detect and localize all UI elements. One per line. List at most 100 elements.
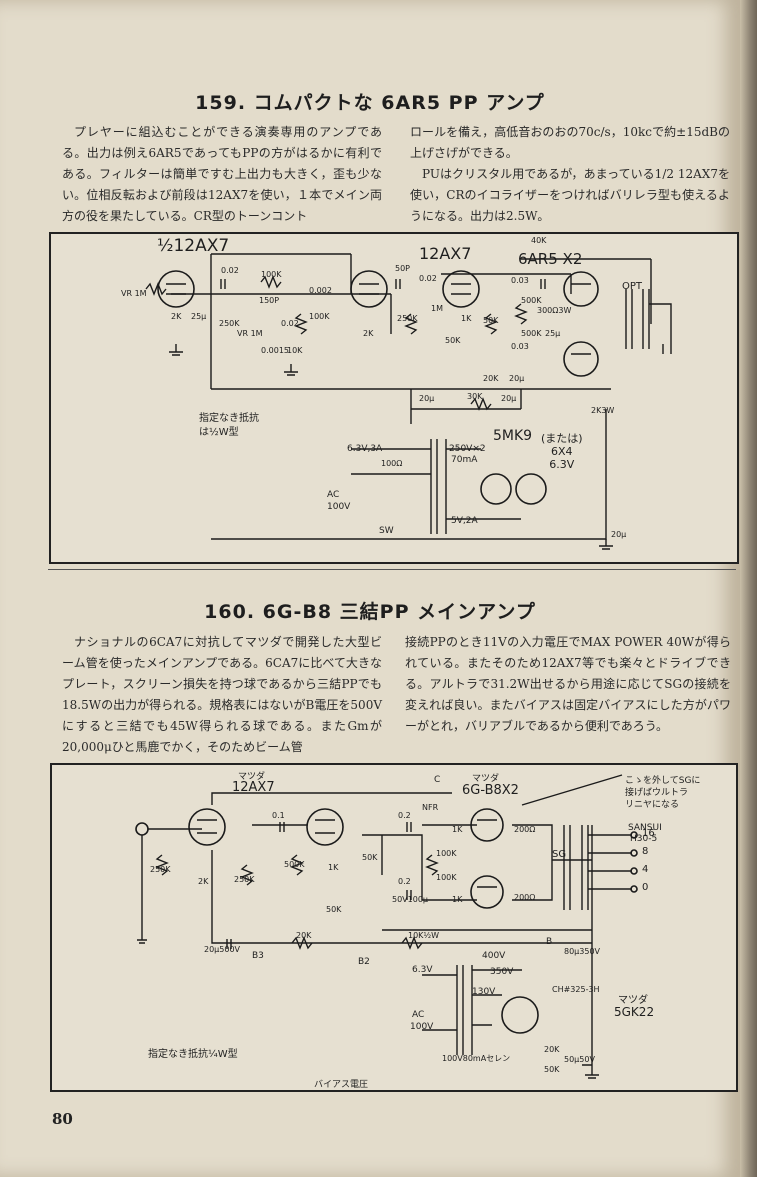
section-159-text-left: プレヤーに組込むことができる演奏専用のアンプである。出力は例え6AR5であっても… (62, 122, 382, 227)
heater-label: 6.3V,3A (347, 444, 383, 454)
part-label: 100K (436, 873, 457, 882)
part-label: 500K (521, 329, 542, 338)
resistor-note: 指定なき抵抗¼W型 (148, 1049, 238, 1060)
rectifier-label: 5GK22 (614, 1005, 655, 1019)
part-label: 50K (544, 1065, 560, 1074)
part-label: C (434, 775, 441, 785)
section-159-paragraph-right-2: PUはクリスタル用であるが，あまっている1/2 12AX7を使い，CRのイコライ… (410, 167, 730, 223)
ac-voltage-label: 100V (410, 1022, 434, 1032)
part-label: 50K (362, 853, 378, 862)
part-label: 250K (219, 319, 240, 328)
part-label: 10K (287, 346, 303, 355)
section-160-schematic: マツダ 12AX7 マツダ 6G-B8X2 こゝを外してSGに 接げばウルトラ … (50, 763, 738, 1092)
part-label: 100K (261, 270, 282, 279)
part-label: 2K (198, 877, 209, 886)
part-label: 1M (431, 304, 443, 313)
part-label: 20K (483, 374, 499, 383)
section-159-paragraph-left: プレヤーに組込むことができる演奏専用のアンプである。出力は例え6AR5であっても… (62, 125, 382, 223)
nfr-label: NFR (422, 803, 439, 812)
heater-label: 6.3V (412, 965, 433, 975)
part-label: B (546, 937, 553, 947)
part-label: 0.02 (419, 274, 437, 283)
part-label: 1K (452, 895, 463, 904)
part-label: 25μ (545, 329, 561, 338)
part-label: 2K (171, 312, 182, 321)
part-label: 30K (467, 392, 483, 401)
ac-voltage-label: 100V (327, 502, 351, 512)
part-label: 2K3W (591, 406, 615, 415)
part-label: 1K (328, 863, 339, 872)
part-label: 250K (234, 875, 255, 884)
part-label: 300Ω3W (537, 306, 572, 315)
tube2-maker: マツダ (472, 774, 500, 784)
part-label: 10K½W (408, 931, 440, 940)
tube-label-12ax7-half: ½12AX7 (157, 236, 230, 256)
part-label: 0.02 (281, 319, 299, 328)
part-label: 80μ350V (564, 947, 601, 956)
part-label: 500K (284, 860, 305, 869)
rectifier-maker: マツダ (618, 995, 648, 1006)
section-159-paragraph-right-1: ロールを備え，高低音おのおの70c/s，10kcで約±15dBの上げさげができる… (410, 125, 730, 160)
tube-label-6ar5: 6AR5 X2 (518, 250, 583, 268)
part-label: 0.0015 (261, 346, 289, 355)
tube1-maker: マツダ (238, 772, 266, 782)
part-label: 20μ (611, 530, 627, 539)
transformer-maker: SANSUI (628, 823, 662, 833)
part-label: 2K (363, 329, 374, 338)
part-label: 50V100μ (392, 895, 429, 904)
part-label: 250K (150, 865, 171, 874)
opt-label: OPT (622, 281, 643, 292)
section-160-text-left: ナショナルの6CA7に対抗してマツダで開発した大型ビーム管を使ったメインアンプで… (62, 632, 382, 758)
part-label: 1K (461, 314, 472, 323)
part-label: 0.1 (272, 811, 285, 820)
part-label: 50K (483, 316, 499, 325)
alt-text-2: 6X4 (551, 445, 573, 458)
current-label: 70mA (451, 455, 478, 465)
part-label: 40K (531, 236, 547, 245)
part-label: 25μ (191, 312, 207, 321)
section-divider (48, 569, 736, 570)
ac-label: AC (327, 490, 340, 500)
section-160-title: 160. 6G-B8 三結PP メインアンプ (204, 601, 536, 623)
section-159-text-right: ロールを備え，高低音おのおの70c/s，10kcで約±15dBの上げさげができる… (410, 122, 730, 227)
part-label: B3 (252, 951, 264, 961)
part-label: 20K (296, 931, 312, 940)
resistor-note-1: 指定なき抵抗 (199, 413, 259, 424)
part-label: 20μ500V (204, 945, 241, 954)
schematic-159-drawing (145, 253, 672, 550)
part-label: 20μ (419, 394, 435, 403)
tube2-label: 6G-B8X2 (462, 783, 519, 798)
part-label: 0.2 (398, 811, 411, 820)
tap-8: 8 (642, 846, 649, 857)
part-label: 50K (326, 905, 342, 914)
part-label: 0.02 (221, 266, 239, 275)
hv-label: 250V×2 (449, 444, 486, 454)
part-label: 20μ (501, 394, 517, 403)
part-label: 200Ω (514, 893, 536, 902)
part-label: 100K (436, 849, 457, 858)
tap-16: 16 (642, 828, 655, 839)
hv-400-label: 400V (482, 951, 506, 961)
part-label: 20μ (509, 374, 525, 383)
book-spine (740, 0, 757, 1177)
section-160-text-right: 接続PPのとき11Vの入力電圧でMAX POWER 40Wが得られている。またそ… (405, 632, 731, 737)
rectifier-label: 5MK9 (493, 428, 533, 444)
ultra-note-2: 接げばウルトラ (625, 788, 689, 798)
part-label: 100K (309, 312, 330, 321)
part-label: 100Ω (381, 459, 403, 468)
ultra-note-3: リニヤになる (625, 800, 680, 810)
schematic-160-drawing (135, 774, 638, 1079)
filament-label: 5V,2A (451, 516, 478, 526)
part-label: 200Ω (514, 825, 536, 834)
tap-4: 4 (642, 864, 649, 875)
part-label: 0.002 (309, 286, 332, 295)
part-label: 500K (521, 296, 542, 305)
switch-label: SW (379, 526, 394, 536)
hv-350-label: 350V (490, 967, 514, 977)
resistor-note-2: は½W型 (199, 427, 239, 438)
resistor-note: 指定なき抵抗 は½W型 (199, 412, 259, 440)
tube1-label: 12AX7 (232, 780, 275, 795)
ac-label: AC (412, 1010, 425, 1020)
section-160-paragraph-right: 接続PPのとき11Vの入力電圧でMAX POWER 40Wが得られている。またそ… (405, 635, 731, 733)
bias-130-label: 130V (472, 987, 496, 997)
